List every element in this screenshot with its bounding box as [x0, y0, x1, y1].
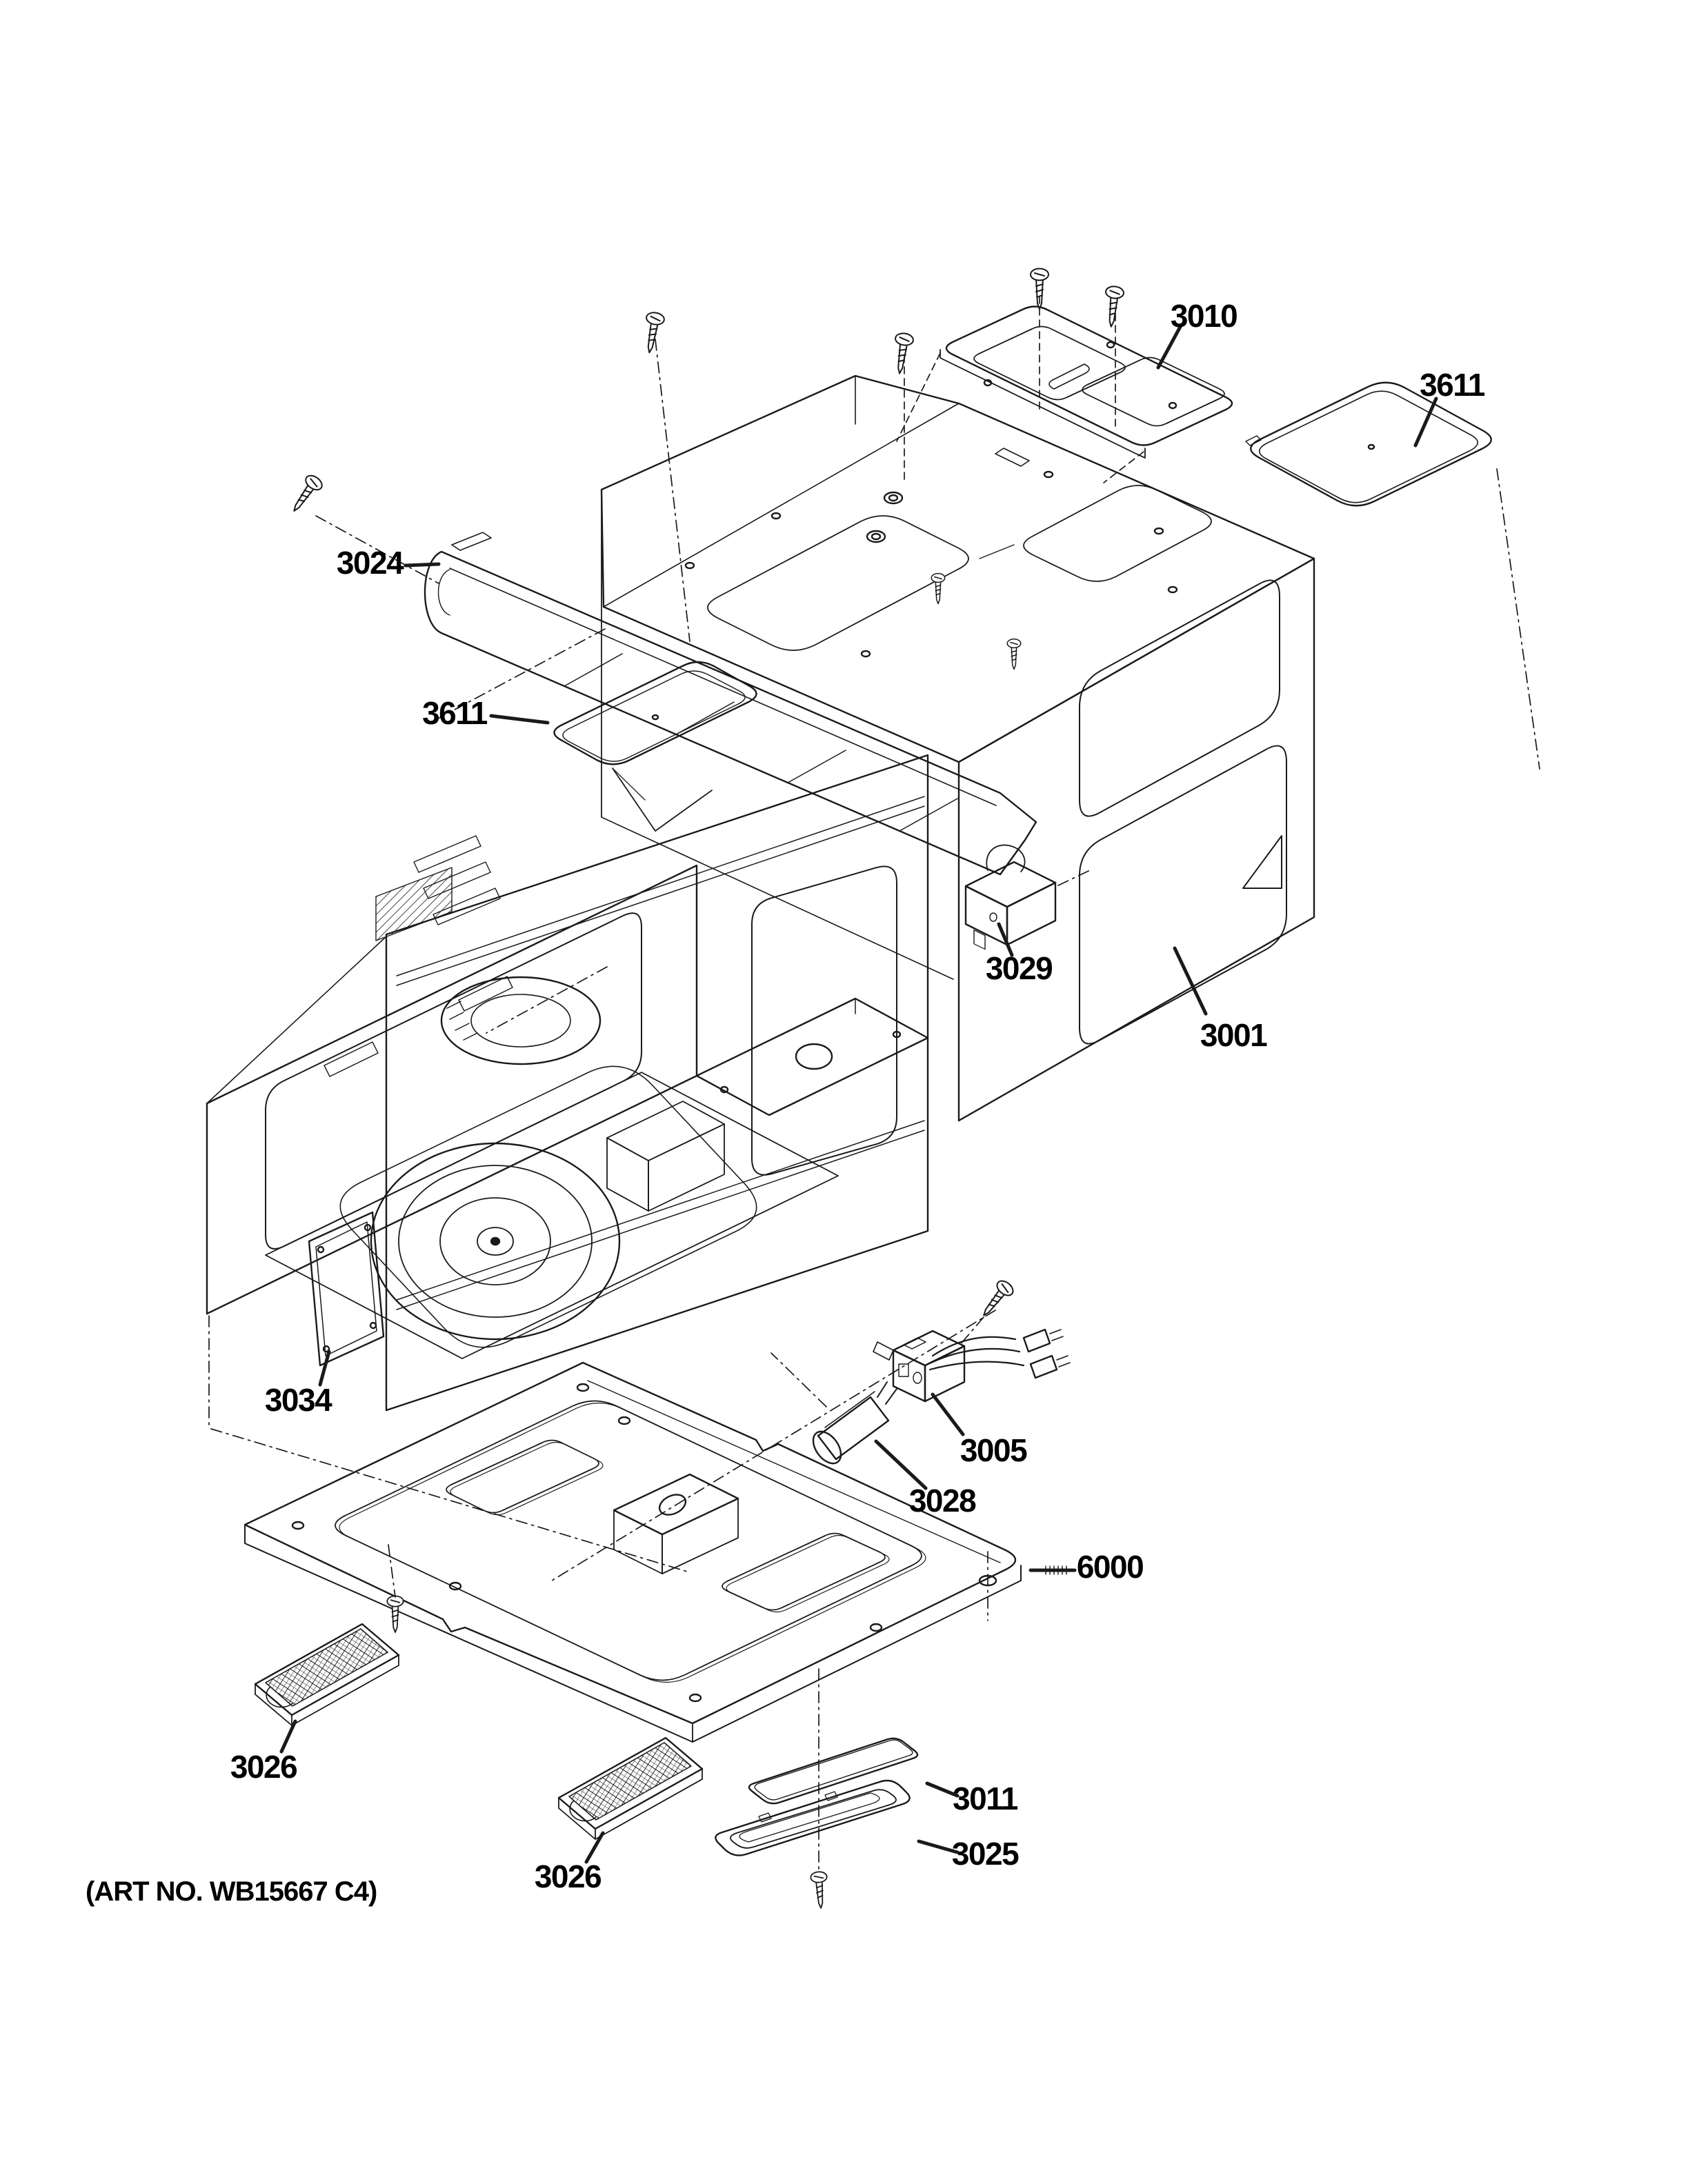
part-3024-vent-duct-drawing: [424, 532, 1037, 876]
part-label-3026b: 3026: [535, 1859, 601, 1894]
part-3611-insulation-top-drawing: [1245, 381, 1492, 507]
turntable-drawing: [370, 1142, 621, 1341]
part-label-3034: 3034: [265, 1382, 332, 1418]
leader-line-3029: [997, 922, 1014, 957]
part-3611-insulation-left-drawing: [553, 661, 757, 832]
leader-line-3025: [917, 1839, 960, 1854]
part-3001-outer-case-drawing: [600, 374, 1315, 1122]
part-3025-lens-frame-drawing: [715, 1779, 911, 1856]
part-3011-light-lens-drawing: [748, 1737, 919, 1805]
part-label-3005: 3005: [960, 1432, 1027, 1468]
warning-triangle-mark: [1242, 835, 1282, 889]
leader-line-3024: [404, 562, 441, 568]
part-label-3029: 3029: [986, 950, 1052, 986]
cavity-assembly-drawing: [206, 754, 929, 1412]
part-label-3010: 3010: [1171, 298, 1237, 334]
part-label-3001: 3001: [1200, 1017, 1267, 1053]
part-label-3024: 3024: [337, 545, 404, 581]
part-3034-side-cover-drawing: [308, 1211, 385, 1367]
part-label-3611b: 3611: [422, 695, 488, 731]
leader-line-3011: [925, 1781, 960, 1798]
leader-line-3026b: [584, 1831, 605, 1864]
art-number: (ART NO. WB15667 C4): [86, 1876, 377, 1907]
leader-line-3026a: [279, 1719, 297, 1754]
leader-line-3611b: [489, 714, 550, 725]
leader-line-3005: [931, 1392, 965, 1436]
part-label-3028: 3028: [909, 1483, 976, 1519]
part-label-3025: 3025: [952, 1836, 1019, 1872]
screws: [286, 268, 1126, 1910]
part-label-6000: 6000: [1077, 1549, 1143, 1585]
part-3005-interlock-switch-drawing: [873, 1328, 1071, 1403]
part-3026-grease-filter-drawing: [254, 1623, 704, 1841]
blower-fan-drawing: [440, 976, 602, 1065]
part-label-3611a: 3611: [1420, 367, 1485, 403]
part-3028-bulb-drawing: [812, 1381, 897, 1465]
leader-line-3034: [318, 1350, 331, 1387]
part-label-3026a: 3026: [230, 1749, 297, 1785]
leader-line-3010: [1156, 323, 1183, 370]
part-label-3011: 3011: [953, 1781, 1018, 1816]
leader-line-3028: [874, 1439, 928, 1490]
projection-lines: [208, 296, 1540, 1874]
part-6000-base-plate-drawing: [243, 1361, 1022, 1743]
leader-line-3611a: [1413, 397, 1438, 448]
leader-line-3001: [1173, 946, 1208, 1016]
